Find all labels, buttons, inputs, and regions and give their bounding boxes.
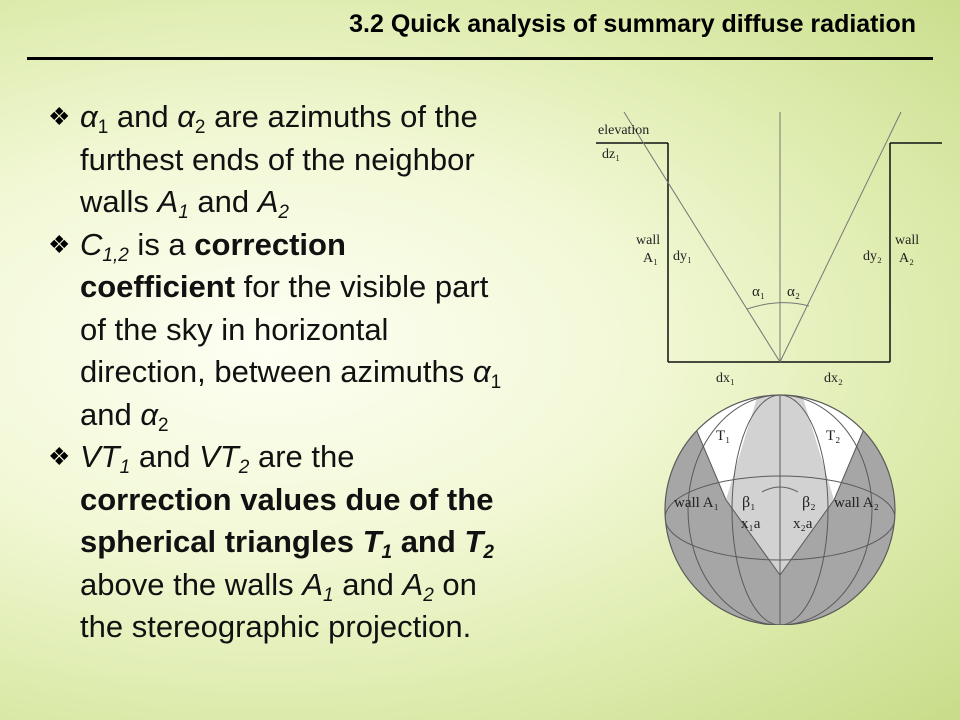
- bullet-line: and α2: [80, 394, 599, 437]
- subscript: 2: [278, 202, 289, 223]
- label-beta1: β₁: [742, 494, 756, 511]
- subscript: 1,2: [102, 244, 129, 266]
- text-run: A: [402, 566, 424, 602]
- label-dy2: dy₂: [863, 249, 882, 264]
- bullet-diamond-icon: ❖: [48, 103, 71, 131]
- subscript: 2: [238, 457, 250, 478]
- subscript: 1: [119, 457, 131, 478]
- text-run: for the visible part: [235, 269, 489, 304]
- text-run: and: [130, 439, 200, 474]
- text-run: spherical triangles: [80, 524, 363, 559]
- section-diagram: elevation dz₁ wall A₁ dy₁ dy₂ wall A₂ α₁…: [596, 111, 942, 386]
- text-run: VT: [199, 439, 239, 474]
- text-run: coefficient: [80, 269, 236, 304]
- bullet-line: VT1 and VT2 are the: [80, 436, 599, 479]
- label-wall-a2: wall A₂: [895, 233, 923, 266]
- sphere-outline: [664, 394, 896, 625]
- bullet-diamond-icon: ❖: [48, 230, 71, 259]
- text-run: and: [80, 396, 141, 432]
- text-run: above the walls: [80, 566, 303, 602]
- text-run: and: [188, 184, 258, 219]
- subscript: 2: [158, 414, 169, 436]
- bullet-line: correction values due of the: [80, 479, 599, 522]
- view-line-right: [779, 111, 902, 363]
- text-run: α: [140, 396, 159, 432]
- text-run: furthest ends of the neighbor: [80, 141, 475, 177]
- label-wall-a1: wall A₁: [636, 233, 664, 266]
- subscript: 2: [483, 542, 494, 563]
- bullet-diamond-icon: ❖: [48, 443, 71, 471]
- text-run: and: [392, 524, 465, 559]
- text-run: the stereographic projection.: [80, 609, 472, 644]
- title-rule: [27, 57, 933, 60]
- text-run: T: [464, 524, 484, 559]
- label-sphere-wall-a2: wall A₂: [834, 495, 879, 511]
- text-run: are the: [249, 439, 355, 474]
- bullet-line: spherical triangles T1 and T2: [80, 521, 599, 564]
- bullet-line: the stereographic projection.: [80, 606, 599, 649]
- bullet-line: walls A1 and A2: [80, 181, 599, 224]
- bullet-line: above the walls A1 and A2 on: [80, 564, 599, 607]
- label-dy1: dy₁: [673, 249, 692, 264]
- diagrams: elevation dz₁ wall A₁ dy₁ dy₂ wall A₂ α₁…: [596, 111, 942, 625]
- text-run: T: [362, 524, 382, 559]
- text-run: correction: [194, 226, 346, 262]
- label-dz1: dz₁: [602, 147, 620, 162]
- meridian-outer: [687, 395, 873, 625]
- label-beta2: β₂: [802, 494, 816, 511]
- label-elevation: elevation: [598, 123, 649, 138]
- text-run: direction, between azimuths: [80, 354, 473, 389]
- text-run: A: [302, 566, 323, 602]
- text-run: on: [433, 566, 477, 602]
- subscript: 2: [423, 584, 434, 606]
- bullet-line: furthest ends of the neighbor: [80, 139, 599, 182]
- text-run: correction values due of the: [80, 481, 494, 517]
- x1a-line: [725, 499, 781, 576]
- text-run: is a: [128, 226, 195, 262]
- text-run: α: [177, 99, 195, 134]
- bullet-line: direction, between azimuths α1: [80, 351, 599, 394]
- label-alpha1: α₁: [752, 284, 765, 300]
- subscript: 1: [97, 117, 109, 138]
- slide-title: 3.2 Quick analysis of summary diffuse ra…: [349, 10, 916, 38]
- subscript: 1: [490, 372, 502, 393]
- meridian-inner: [731, 395, 829, 625]
- beta-arc: [761, 486, 799, 493]
- label-x2a: x₂a: [793, 516, 813, 532]
- bullet-line: coefficient for the visible part: [80, 266, 599, 309]
- label-t1: T₁: [716, 428, 730, 444]
- angle-arc: [746, 302, 810, 310]
- label-sphere-wall-a1: wall A₁: [674, 495, 719, 511]
- text-run: α: [472, 354, 491, 389]
- subscript: 1: [323, 584, 334, 606]
- bullet-line: of the sky in horizontal: [80, 309, 599, 352]
- text-run: of the sky in horizontal: [80, 311, 389, 347]
- text-run: α: [80, 99, 98, 134]
- subscript: 1: [381, 542, 393, 563]
- label-t2: T₂: [826, 428, 840, 444]
- text-run: VT: [80, 439, 120, 474]
- text-run: A: [257, 184, 279, 219]
- text-run: A: [157, 184, 179, 219]
- text-run: and: [333, 566, 403, 602]
- subscript: 2: [194, 117, 206, 138]
- label-dx2: dx₂: [824, 371, 843, 386]
- text-run: and: [108, 99, 178, 134]
- text-run: are azimuths of the: [205, 99, 478, 134]
- label-alpha2: α₂: [787, 284, 800, 300]
- text-run: walls: [80, 184, 158, 219]
- bullet-line: C1,2 is a correction: [80, 224, 599, 267]
- view-line-left: [623, 111, 781, 363]
- label-dx1: dx₁: [716, 371, 735, 386]
- bullet-line: α1 and α2 are azimuths of the: [80, 96, 599, 139]
- x2a-line: [779, 499, 835, 576]
- label-x1a: x₁a: [741, 516, 761, 532]
- sphere-diagram: T₁ T₂ wall A₁ wall A₂ β₁ β₂ x₁a x₂a: [664, 394, 896, 625]
- subscript: 1: [178, 202, 189, 223]
- text-run: C: [80, 226, 103, 262]
